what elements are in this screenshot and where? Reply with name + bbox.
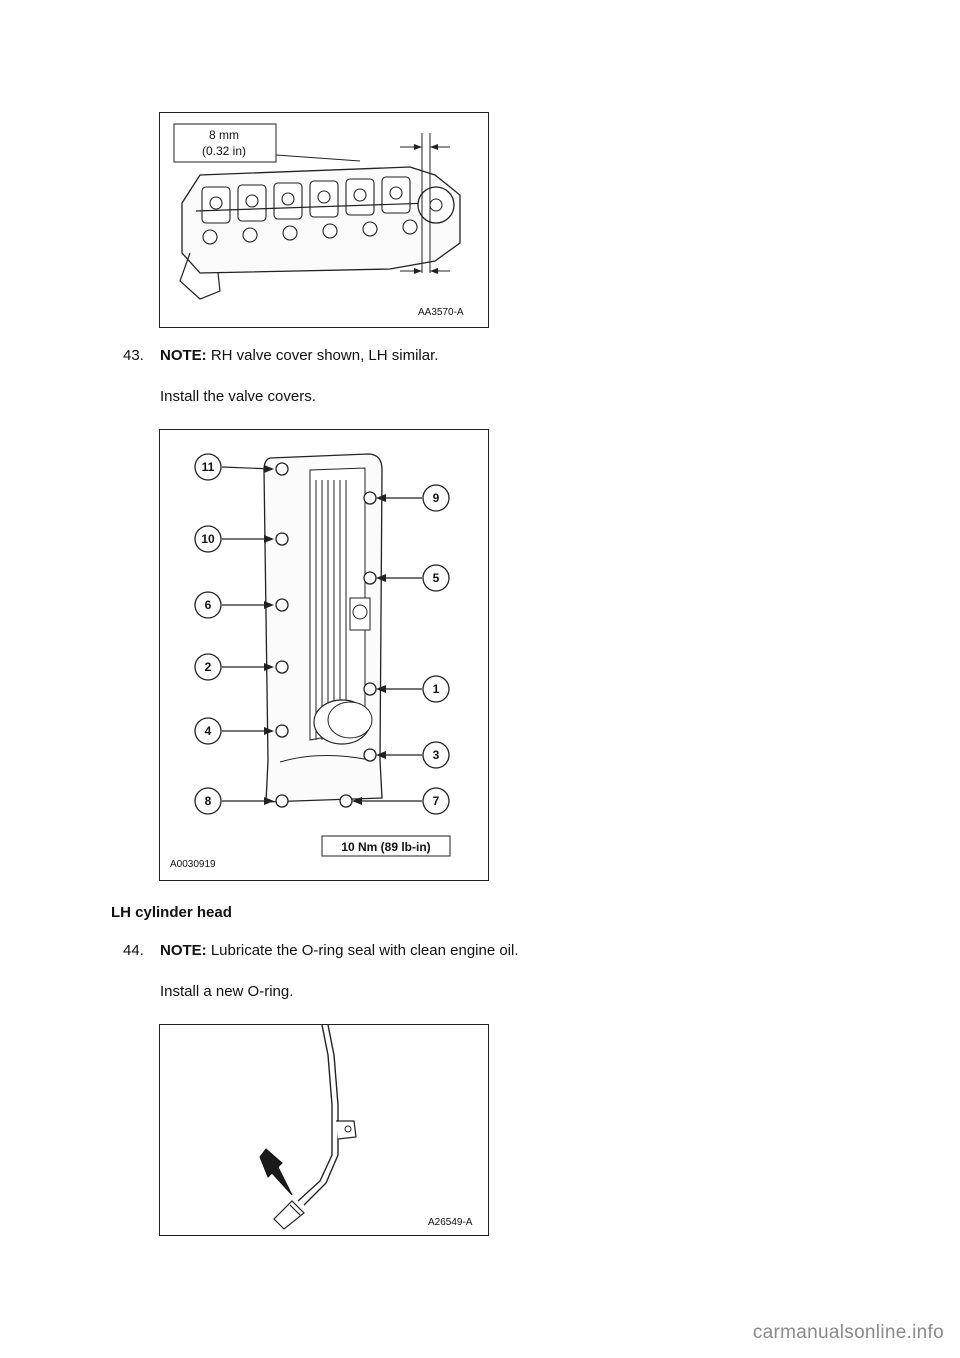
figure-code: A26549-A (428, 1217, 473, 1228)
note-text: RH valve cover shown, LH similar. (206, 347, 439, 364)
bolt-number-4: 4 (205, 724, 212, 738)
note-text: Lubricate the O-ring seal with clean eng… (206, 942, 519, 959)
bolt-number-9: 9 (433, 491, 440, 505)
callout-line-2: (0.32 in) (202, 144, 246, 158)
figure-code: A0030919 (170, 859, 216, 870)
bolt-number-6: 6 (205, 598, 212, 612)
bolt-number-7: 7 (433, 794, 440, 808)
valve-cover-illustration: 11 10 6 2 4 8 9 5 1 3 7 10 Nm (89 lb-in)… (170, 453, 451, 870)
callout-line-1: 8 mm (209, 128, 239, 142)
bolt-number-8: 8 (205, 794, 212, 808)
step-44-instruction: Install a new O-ring. (160, 983, 294, 1000)
section-heading: LH cylinder head (111, 904, 232, 921)
step-43: 43. NOTE: RH valve cover shown, LH simil… (0, 347, 960, 367)
note-label: NOTE: (160, 347, 207, 364)
bolt-number-2: 2 (205, 660, 212, 674)
figure-dipstick-tube: A26549-A (159, 1024, 489, 1236)
cylinder-head-illustration: 8 mm (0.32 in) (173, 123, 464, 318)
step-number: 44. (123, 942, 144, 959)
torque-label: 10 Nm (89 lb-in) (341, 840, 430, 854)
watermark: carmanualsonline.info (752, 1322, 944, 1343)
bolt-number-3: 3 (433, 748, 440, 762)
step-number: 43. (123, 347, 144, 364)
bolt-number-10: 10 (201, 532, 215, 546)
note-label: NOTE: (160, 942, 207, 959)
bolt-number-1: 1 (433, 682, 440, 696)
step-43-instruction: Install the valve covers. (160, 388, 316, 405)
figure-cylinder-head: 8 mm (0.32 in) (159, 112, 489, 328)
figure-valve-cover: 11 10 6 2 4 8 9 5 1 3 7 10 Nm (89 lb-in)… (159, 429, 489, 881)
step-44: 44. NOTE: Lubricate the O-ring seal with… (0, 942, 960, 962)
figure-code: AA3570-A (418, 307, 464, 318)
dipstick-tube-illustration: A26549-A (259, 1025, 473, 1230)
bolt-number-5: 5 (433, 571, 440, 585)
bolt-number-11: 11 (202, 460, 215, 474)
